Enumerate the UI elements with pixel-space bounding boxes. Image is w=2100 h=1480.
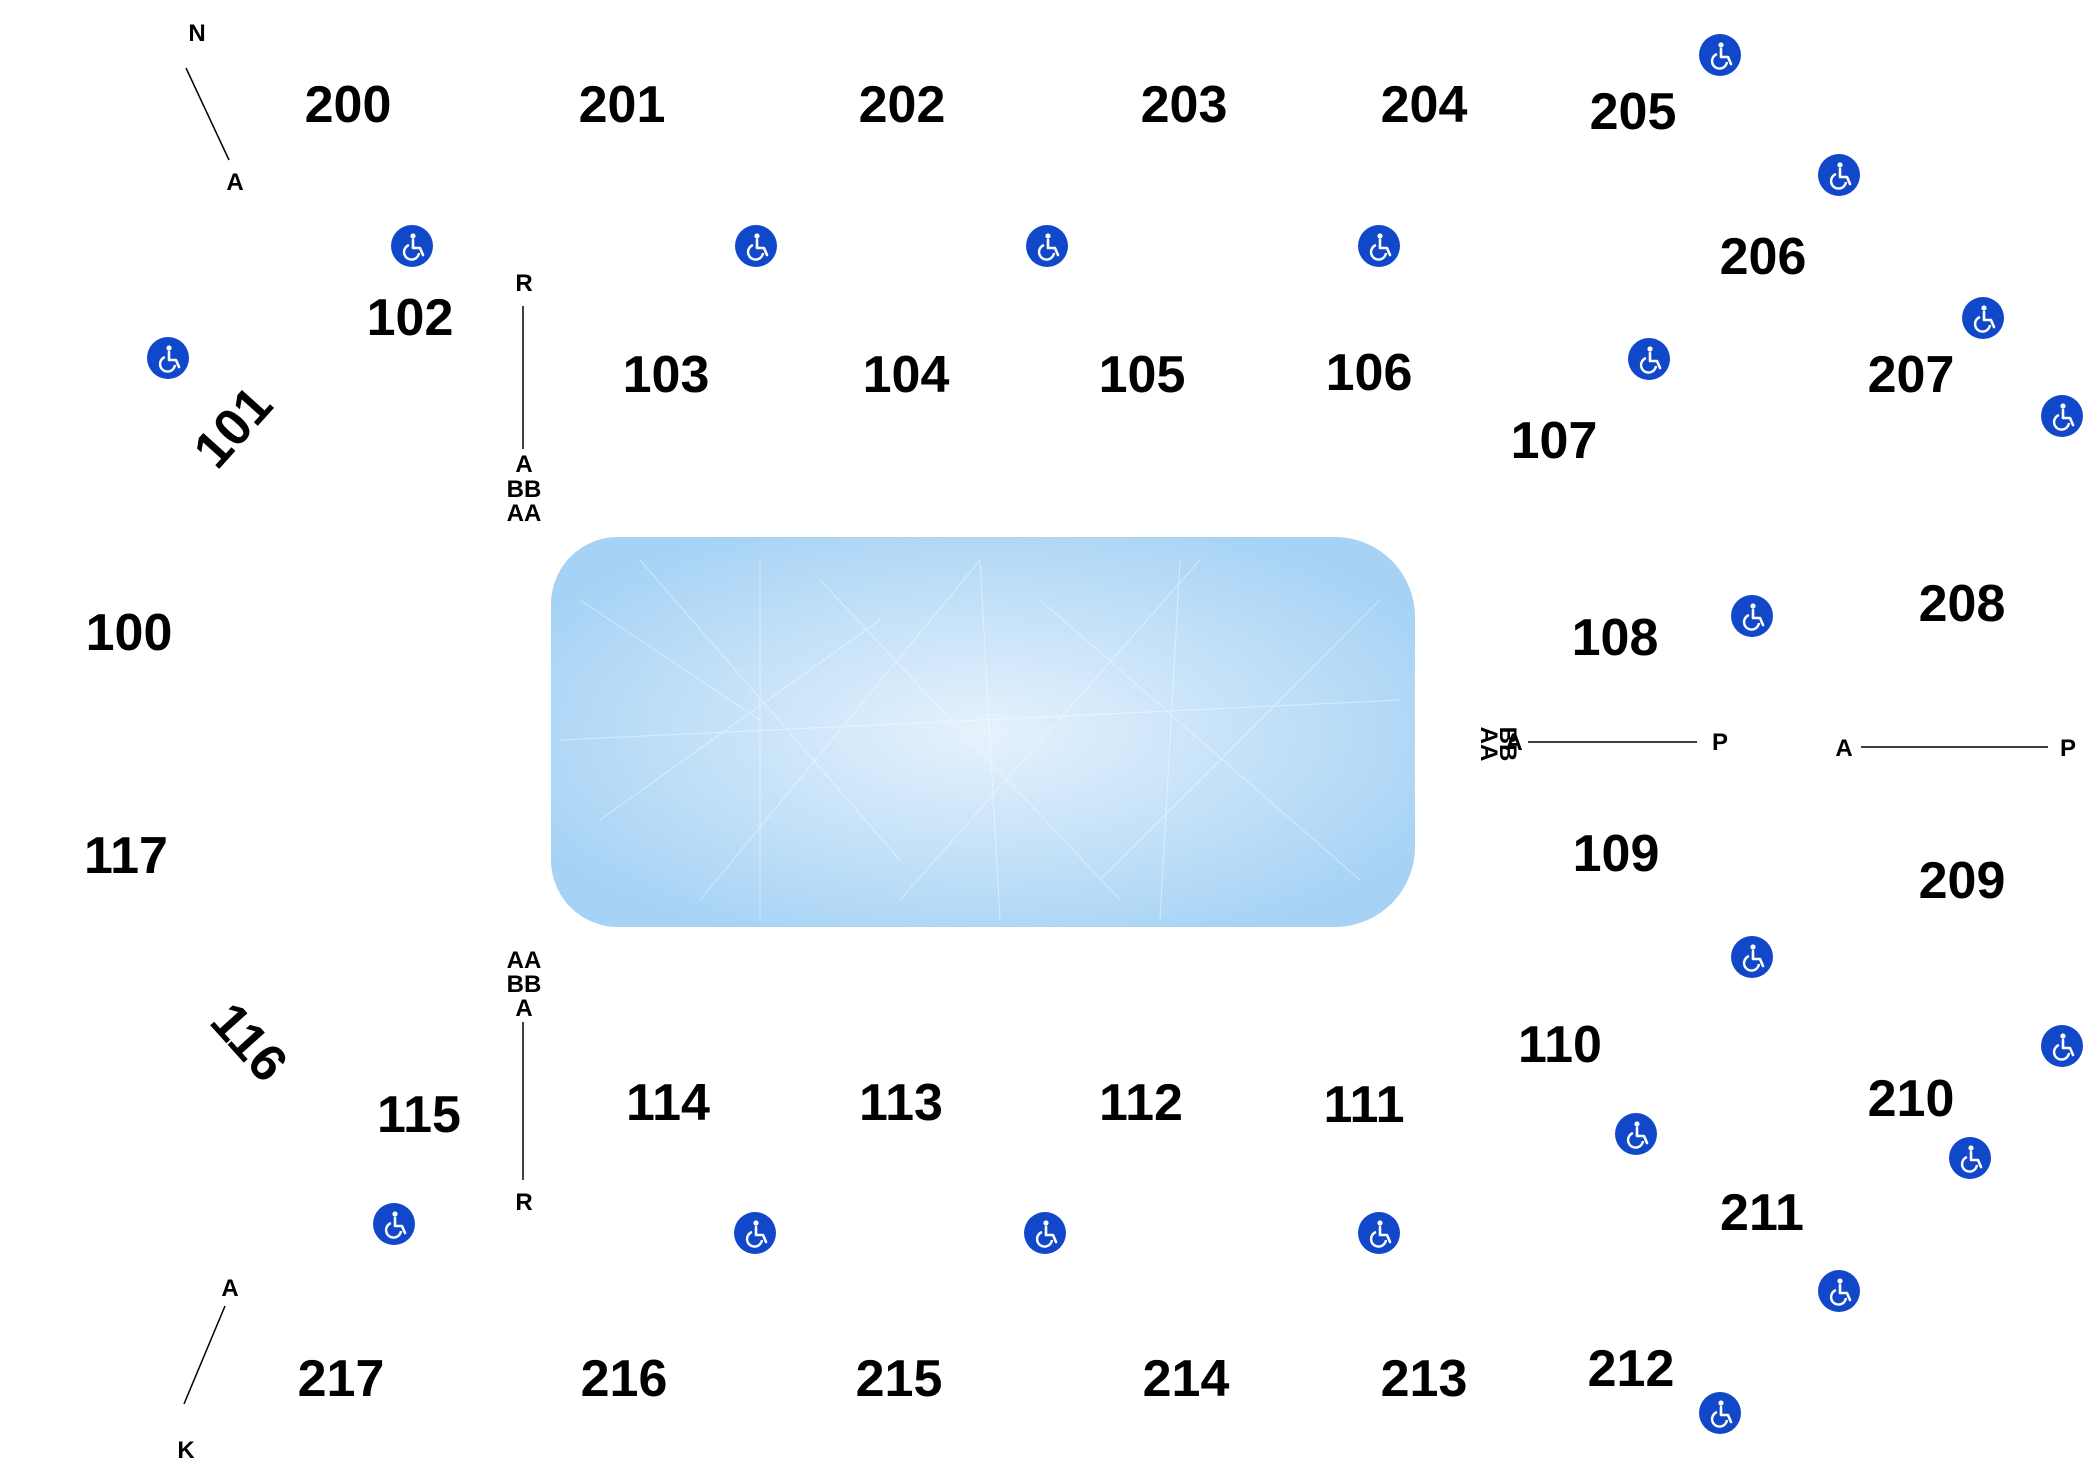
wheelchair-accessible-icon [1356, 223, 1402, 269]
wheelchair-accessible-icon [1816, 1268, 1862, 1314]
wheelchair-accessible-icon [1729, 593, 1775, 639]
section-214[interactable]: 214 [1143, 1350, 1230, 1408]
section-105[interactable]: 105 [1099, 346, 1186, 404]
section-107[interactable]: 107 [1511, 412, 1598, 470]
section-203[interactable]: 203 [1141, 76, 1228, 134]
row-line-lower-left [183, 1305, 226, 1405]
section-114[interactable]: 114 [626, 1074, 710, 1132]
wheelchair-accessible-icon [1960, 295, 2006, 341]
wheelchair-accessible-icon [733, 223, 779, 269]
section-207[interactable]: 207 [1868, 346, 1955, 404]
row-label-west-top-a: A [515, 451, 532, 478]
wheelchair-accessible-icon [732, 1210, 778, 1256]
row-label-lower-left-end: K [177, 1437, 195, 1464]
row-label-east-far-start: A [1835, 735, 1852, 762]
row-label-upper-left-end: A [226, 169, 243, 196]
section-111[interactable]: 111 [1323, 1076, 1404, 1134]
section-100[interactable]: 100 [86, 604, 173, 662]
wheelchair-accessible-icon [1816, 152, 1862, 198]
section-205[interactable]: 205 [1590, 83, 1677, 141]
row-label-east-far-end: P [2060, 735, 2076, 762]
section-103[interactable]: 103 [623, 346, 710, 404]
section-215[interactable]: 215 [856, 1350, 943, 1408]
row-label-west-top-aa: AA [507, 500, 542, 527]
row-label-west-bottom-end: R [515, 1189, 532, 1216]
section-200[interactable]: 200 [305, 76, 392, 134]
wheelchair-accessible-icon [1024, 223, 1070, 269]
section-101[interactable]: 101 [183, 376, 284, 479]
section-213[interactable]: 213 [1381, 1350, 1468, 1408]
row-label-upper-left-start: N [188, 20, 205, 47]
section-109[interactable]: 109 [1573, 825, 1660, 883]
row-label-east-mid-aa: AA [1475, 727, 1502, 762]
section-209[interactable]: 209 [1919, 852, 2006, 910]
row-label-west-top-bb: BB [507, 476, 542, 503]
wheelchair-accessible-icon [2039, 1023, 2085, 1069]
section-108[interactable]: 108 [1572, 609, 1659, 667]
wheelchair-accessible-icon [1947, 1135, 1993, 1181]
section-104[interactable]: 104 [863, 346, 950, 404]
row-label-west-bottom-aa: AA [507, 947, 542, 974]
section-210[interactable]: 210 [1868, 1070, 1955, 1128]
section-116[interactable]: 116 [199, 992, 298, 1093]
wheelchair-accessible-icon [371, 1201, 417, 1247]
wheelchair-accessible-icon [1697, 32, 1743, 78]
section-212[interactable]: 212 [1588, 1340, 1675, 1398]
row-label-west-bottom-bb: BB [507, 971, 542, 998]
wheelchair-accessible-icon [1356, 1210, 1402, 1256]
section-216[interactable]: 216 [581, 1350, 668, 1408]
row-label-east-mid-bb: BB [1494, 727, 1521, 762]
section-211[interactable]: 211 [1720, 1184, 1804, 1242]
row-label-lower-left-start: A [221, 1275, 238, 1302]
ice-scratches [559, 559, 1401, 921]
section-206[interactable]: 206 [1720, 228, 1807, 286]
wheelchair-accessible-icon [1729, 934, 1775, 980]
section-208[interactable]: 208 [1919, 575, 2006, 633]
section-102[interactable]: 102 [367, 289, 454, 347]
section-112[interactable]: 112 [1099, 1074, 1183, 1132]
section-113[interactable]: 113 [859, 1074, 943, 1132]
row-line-upper-left [185, 67, 230, 161]
section-202[interactable]: 202 [859, 76, 946, 134]
wheelchair-accessible-icon [389, 223, 435, 269]
row-label-east-mid-a: A [1505, 729, 1522, 756]
ice-rink [551, 537, 1415, 927]
section-106[interactable]: 106 [1326, 344, 1413, 402]
section-204[interactable]: 204 [1381, 76, 1468, 134]
wheelchair-accessible-icon [145, 335, 191, 381]
wheelchair-accessible-icon [1613, 1111, 1659, 1157]
row-label-west-top-start: R [515, 270, 532, 297]
wheelchair-accessible-icon [2039, 393, 2085, 439]
row-label-west-bottom-a: A [515, 995, 532, 1022]
section-110[interactable]: 110 [1518, 1016, 1602, 1074]
section-201[interactable]: 201 [579, 76, 666, 134]
section-217[interactable]: 217 [298, 1350, 385, 1408]
section-117[interactable]: 117 [84, 827, 168, 885]
wheelchair-accessible-icon [1626, 336, 1672, 382]
section-115[interactable]: 115 [377, 1086, 461, 1144]
wheelchair-accessible-icon [1697, 1390, 1743, 1436]
row-label-east-mid-end: P [1712, 729, 1728, 756]
wheelchair-accessible-icon [1022, 1210, 1068, 1256]
